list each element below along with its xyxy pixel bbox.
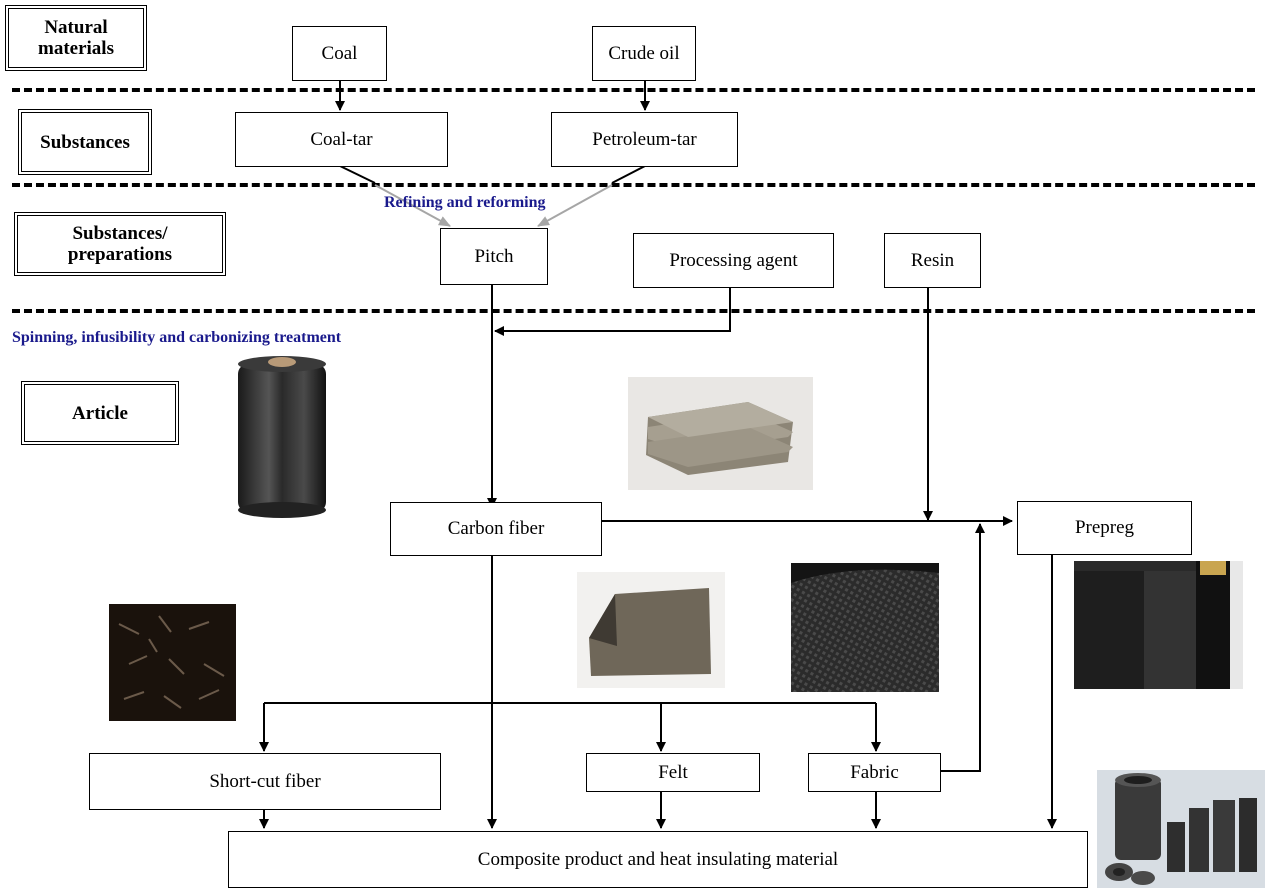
fabric-node-label: Fabric (850, 761, 899, 783)
prepreg-roll-image (1074, 561, 1243, 689)
petroleum-tar-node-label: Petroleum-tar (592, 128, 697, 150)
short-cut-fiber-node-label: Short-cut fiber (209, 770, 321, 792)
spinning-annotation: Spinning, infusibility and carbonizing t… (12, 329, 342, 346)
level-substances-label: Substances (40, 131, 130, 153)
fabric-node: Fabric (808, 753, 941, 792)
level-article-label: Article (72, 402, 128, 424)
resin-node-label: Resin (910, 249, 955, 271)
level-substances-preparations-label: Substances/ preparations (67, 223, 173, 265)
processing-agent-node-label: Processing agent (669, 249, 798, 271)
felt-node: Felt (586, 753, 760, 792)
pitch-node: Pitch (440, 228, 548, 285)
separator-line (12, 309, 1255, 313)
composite-products-image (1097, 770, 1265, 888)
composite-node: Composite product and heat insulating ma… (228, 831, 1088, 888)
carbon-fiber-node: Carbon fiber (390, 502, 602, 556)
level-substances: Substances (18, 109, 152, 175)
felt-sheet-image (577, 572, 725, 688)
separator-line (12, 88, 1255, 92)
carbon-fiber-spool-image (236, 352, 328, 520)
level-natural-materials: Natural materials (5, 5, 147, 71)
refining-annotation: Refining and reforming (384, 194, 546, 211)
crude-oil-node-label: Crude oil (608, 42, 680, 64)
petroleum-tar-node: Petroleum-tar (551, 112, 738, 167)
felt-node-label: Felt (658, 761, 688, 783)
short-cut-fiber-node: Short-cut fiber (89, 753, 441, 810)
resin-node: Resin (884, 233, 981, 288)
coal-node: Coal (292, 26, 387, 81)
short-cut-fiber-image (109, 604, 236, 721)
pitch-node-label: Pitch (474, 245, 514, 267)
level-natural-materials-label: Natural materials (38, 17, 114, 59)
prepreg-node: Prepreg (1017, 501, 1192, 555)
fabric-image (791, 563, 939, 692)
prepreg-node-label: Prepreg (1074, 517, 1135, 538)
coal-node-label: Coal (321, 42, 358, 64)
composite-node-label: Composite product and heat insulating ma… (477, 848, 839, 870)
coal-tar-node: Coal-tar (235, 112, 448, 167)
level-article: Article (21, 381, 179, 445)
crude-oil-node: Crude oil (592, 26, 696, 81)
level-substances-preparations: Substances/ preparations (14, 212, 226, 276)
felt-stack-image (628, 377, 813, 490)
carbon-fiber-node-label: Carbon fiber (447, 518, 545, 539)
coal-tar-node-label: Coal-tar (310, 128, 373, 150)
processing-agent-node: Processing agent (633, 233, 834, 288)
separator-line (12, 183, 1255, 187)
